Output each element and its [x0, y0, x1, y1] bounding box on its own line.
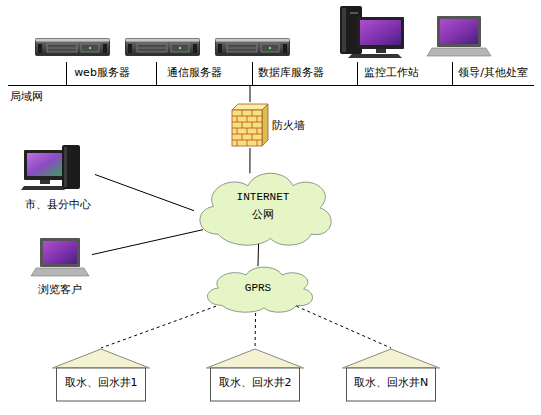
- laptop-icon: [31, 238, 89, 276]
- network-cloud: GPRS: [198, 262, 318, 314]
- lan-separators: [67, 62, 453, 86]
- laptop-node: 领导/其他处室: [430, 14, 532, 82]
- node-label: 取水、回水井2: [210, 376, 300, 390]
- connector-line: [249, 148, 250, 173]
- roof-shape: [207, 349, 304, 368]
- node-label: GPRS: [218, 281, 298, 295]
- house-outline: [342, 348, 440, 402]
- well-body: [211, 368, 300, 401]
- server-node: 通信服务器: [122, 36, 226, 82]
- house-outline: [206, 348, 304, 402]
- roof-shape: [53, 349, 150, 368]
- node-label: 数据库服务器: [255, 66, 327, 80]
- node-label: 防火墙: [272, 119, 312, 133]
- server-icon: [216, 39, 290, 56]
- roof-shape: [343, 349, 440, 368]
- connector-line: [250, 86, 251, 102]
- node-label: 取水、回水井N: [346, 376, 436, 390]
- connector-line: [258, 244, 260, 266]
- node-label: 浏览客户: [28, 283, 92, 297]
- desktop-icon: [21, 145, 80, 190]
- node-label: INTERNET 公网: [228, 188, 298, 224]
- node-label: 局域网: [10, 90, 70, 104]
- workstation-node: 监控工作站: [335, 2, 425, 82]
- node-label: 领导/其他处室: [454, 66, 532, 80]
- firewall-node: 防火墙: [230, 102, 310, 148]
- laptop-icon: [427, 16, 491, 56]
- firewall-icon: [232, 104, 268, 146]
- server-node: web服务器: [33, 36, 133, 82]
- node-label: 通信服务器: [162, 66, 226, 80]
- dashed-link: [296, 306, 391, 348]
- cloud-path: [200, 173, 331, 245]
- well-station: 取水、回水井N: [342, 348, 440, 402]
- connector-line: [95, 175, 194, 211]
- cloud-path: [208, 267, 313, 312]
- cloud-outline: [188, 165, 338, 248]
- node-label: 市、县分中心: [20, 198, 95, 212]
- desktop-node: 市、县分中心: [20, 143, 95, 213]
- well-body: [57, 368, 146, 401]
- network-cloud: INTERNET 公网: [188, 165, 338, 248]
- node-label: 取水、回水井1: [56, 376, 146, 390]
- dashed-link: [255, 313, 257, 348]
- lan-bus: 局域网web服务器通信服务器数据库服务器监控工作站领导/其他处室: [8, 0, 534, 86]
- dashed-link: [101, 306, 216, 348]
- server-node: 数据库服务器: [212, 36, 327, 82]
- well-station: 取水、回水井2: [206, 348, 304, 402]
- well-body: [347, 368, 436, 401]
- node-label: web服务器: [67, 66, 137, 80]
- node-label: 监控工作站: [360, 66, 422, 80]
- laptop-node: 浏览客户: [28, 236, 92, 298]
- workstation-icon: [340, 6, 404, 58]
- well-station: 取水、回水井1: [52, 348, 150, 402]
- server-icon: [36, 39, 110, 56]
- server-icon: [126, 39, 200, 56]
- connector-line: [92, 230, 203, 255]
- house-outline: [52, 348, 150, 402]
